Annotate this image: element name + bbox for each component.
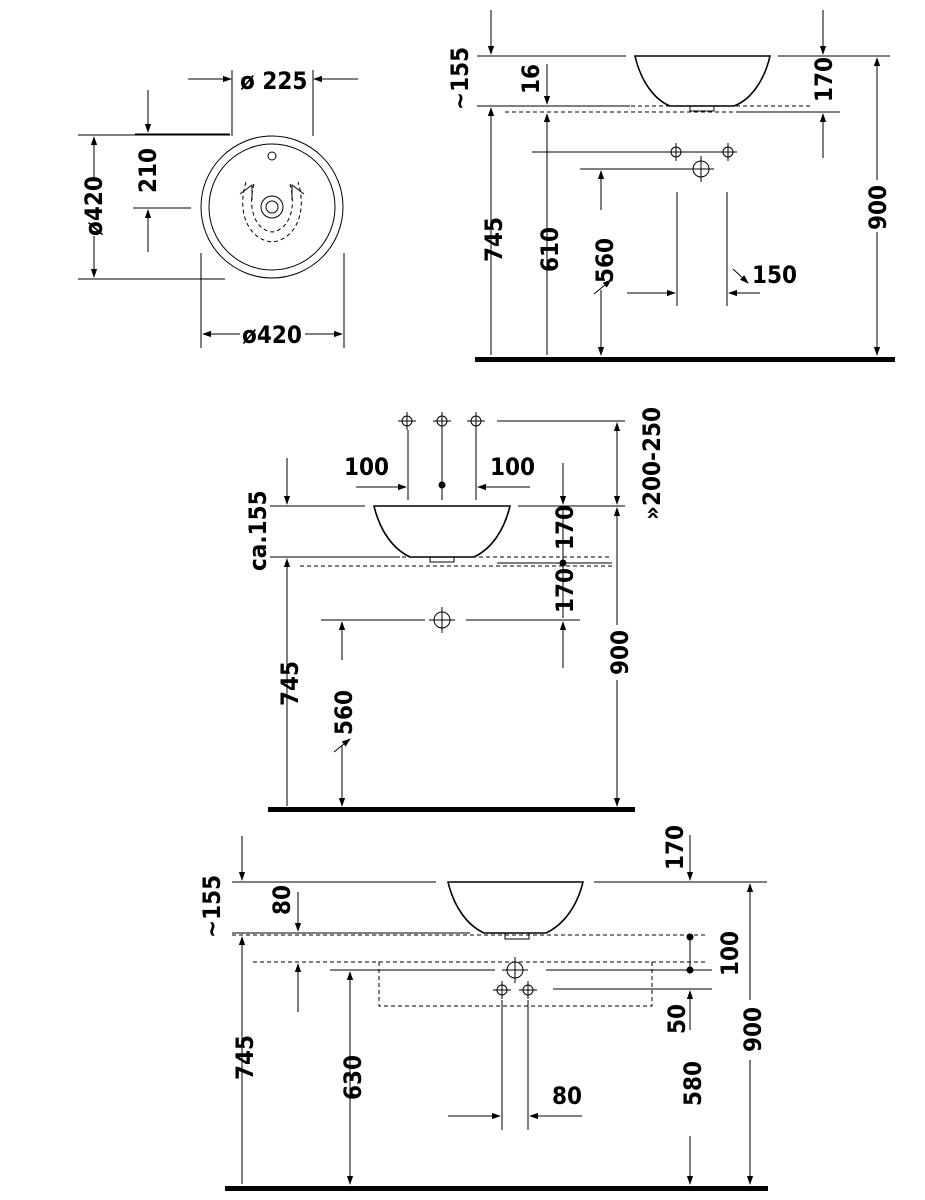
elev1-dim-170-label: 170 xyxy=(810,57,838,102)
elev3-dim-50-label: 50 xyxy=(663,1004,691,1034)
floor-line-one xyxy=(475,357,895,362)
basin-plan-outline xyxy=(200,135,344,279)
plan-dia-225-label: ø 225 xyxy=(240,67,307,95)
elev2-dim-745-label: 745 xyxy=(276,661,304,706)
elev2-tap-left-icon xyxy=(397,411,417,431)
elev1-dim-150-label: 150 xyxy=(752,261,797,289)
elev1-dim-155-label: ~155 xyxy=(446,47,474,110)
elev3-dim-170-label: 170 xyxy=(661,825,689,870)
elev3-dim-900-label: 900 xyxy=(739,1007,767,1052)
elev3-dim-80-bottom-label: 80 xyxy=(552,1082,582,1110)
elev1-dim-560-label: 560 xyxy=(591,238,619,283)
elev2-dim-170-lower-label: 170 xyxy=(551,568,579,613)
plan-view: ø 225 210 ø420 ø420 xyxy=(78,67,358,349)
basin-elevation-three xyxy=(446,881,585,934)
elev2-dim-170-upper-label: 170 xyxy=(551,505,579,550)
elev1-drain-icon xyxy=(687,155,715,183)
basin-elevation-two xyxy=(372,505,512,558)
elevation-view-one: ~155 745 16 610 560 150 170 900 xyxy=(446,10,895,362)
elev2-dim-200-250-label: »200-250 xyxy=(638,407,666,520)
basin-elevation-one xyxy=(633,55,772,107)
elev1-dim-610-label: 610 xyxy=(536,227,564,272)
elev3-dim-630-label: 630 xyxy=(339,1055,367,1100)
elev2-dim-560-label: 560 xyxy=(330,690,358,735)
elev3-dim-100-label: 100 xyxy=(716,931,744,976)
elev1-dim-745-label: 745 xyxy=(480,217,508,262)
elev1-dim-900-label: 900 xyxy=(864,185,892,230)
elev2-tap-center-icon xyxy=(432,411,452,431)
drain-plan-icon xyxy=(239,181,305,243)
elev3-tap-right-icon xyxy=(518,980,538,1000)
elev2-dim-100-left-label: 100 xyxy=(344,453,389,481)
elev2-tap-right-icon xyxy=(466,411,486,431)
elev1-tap-right-icon xyxy=(718,142,738,162)
elev1-tap-left-icon xyxy=(666,142,686,162)
elev3-drain-icon xyxy=(501,956,529,984)
elevation-view-three: 80 ~155 745 80 630 170 100 50 580 900 xyxy=(198,825,768,1191)
floor-line-three xyxy=(225,1186,768,1191)
elev2-drain-icon xyxy=(428,606,456,634)
plan-dim-210-label: 210 xyxy=(134,148,162,193)
elev1-dim-16-label: 16 xyxy=(517,64,545,94)
elevation-view-two: 100 100 ca.155 745 560 170 170 »200-250 … xyxy=(244,407,666,812)
elev3-dim-80-top-label: 80 xyxy=(268,885,296,915)
plan-dia-420-left-label: ø420 xyxy=(80,176,108,236)
elev3-dim-580-label: 580 xyxy=(679,1061,707,1106)
elev3-dim-745-label: 745 xyxy=(231,1035,259,1080)
elev2-dim-900-label: 900 xyxy=(606,630,634,675)
elev3-tap-left-icon xyxy=(492,980,512,1000)
plan-dia-420-bottom-label: ø420 xyxy=(242,321,302,349)
elev2-dim-100-right-label: 100 xyxy=(490,453,535,481)
elev2-dim-ca155-label: ca.155 xyxy=(244,490,272,571)
elev3-dim-155-label: ~155 xyxy=(198,875,226,938)
floor-line-two xyxy=(268,807,635,812)
